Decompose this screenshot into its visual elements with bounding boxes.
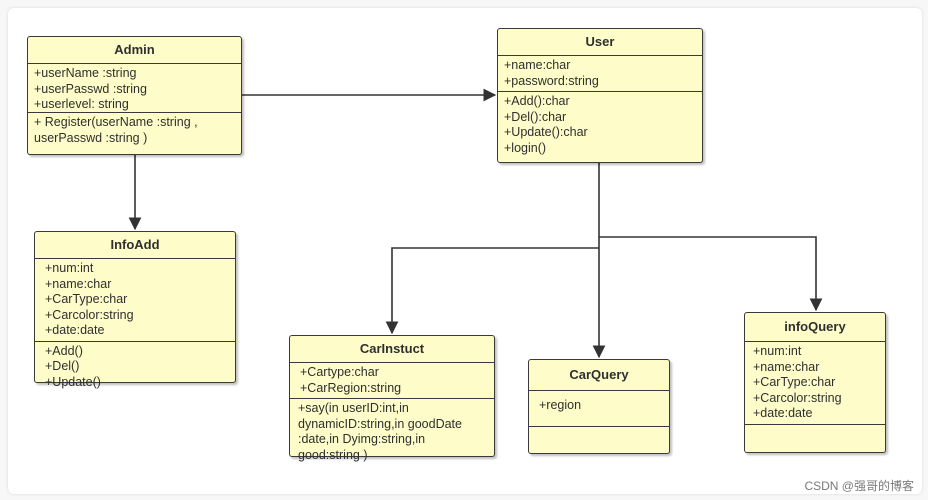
- class-carquery[interactable]: CarQuery +region: [528, 359, 670, 454]
- class-infoadd[interactable]: InfoAdd +num:int +name:char +CarType:cha…: [34, 231, 236, 389]
- operations-section: +Add() +Del() +Update(): [35, 342, 235, 393]
- attribute: +Carcolor:string: [45, 307, 134, 322]
- operations-section: + Register(userName :string , userPasswd…: [28, 113, 241, 148]
- class-carinstuct[interactable]: CarInstuct +Cartype:char +CarRegion:stri…: [289, 335, 495, 462]
- operation: +login(): [504, 140, 547, 155]
- attributes-section: +Cartype:char +CarRegion:string: [290, 363, 494, 399]
- attribute: +userName :string: [34, 66, 137, 80]
- attribute: +name:char: [45, 276, 112, 291]
- attribute: +userlevel: string: [34, 97, 129, 111]
- operation: +Del(): [45, 359, 80, 373]
- attribute: +num:int: [753, 344, 802, 358]
- watermark: CSDN @强哥的博客: [804, 479, 914, 493]
- attribute: +Cartype:char: [300, 365, 379, 379]
- class-name: infoQuery: [745, 313, 885, 342]
- attribute: +CarType:char: [753, 375, 836, 389]
- class-user[interactable]: User +name:char +password:string +Add():…: [497, 28, 703, 163]
- attributes-section: +name:char +password:string: [498, 56, 702, 92]
- operation: +Add():char: [504, 94, 570, 108]
- attributes-section: +userName :string +userPasswd :string +u…: [28, 64, 241, 113]
- user-to-carinstuct-arrow: [385, 247, 599, 335]
- attribute: +date:date: [753, 406, 813, 420]
- attribute: +num:int: [45, 261, 94, 275]
- operation: +Del():char: [504, 109, 567, 124]
- attribute: +userPasswd :string: [34, 81, 147, 96]
- operation: +Update():char: [504, 125, 588, 139]
- attribute: +CarType:char: [45, 292, 128, 306]
- attribute: +region: [539, 398, 582, 412]
- operation: +Add(): [45, 343, 83, 358]
- class-name: Admin: [28, 37, 241, 64]
- attribute: +name:char: [753, 359, 820, 374]
- operation: +Update(): [45, 374, 101, 389]
- class-name: User: [498, 29, 702, 56]
- attributes-section: +region: [529, 391, 669, 427]
- operations-section: +Add():char +Del():char +Update():char +…: [498, 92, 702, 158]
- class-name: CarInstuct: [290, 336, 494, 363]
- class-name: CarQuery: [529, 360, 669, 391]
- operations-section: [529, 427, 669, 431]
- attribute: +name:char: [504, 58, 571, 72]
- user-to-infoquery-arrow: [599, 236, 823, 312]
- attribute: +Carcolor:string: [753, 390, 842, 405]
- class-admin[interactable]: Admin +userName :string +userPasswd :str…: [27, 36, 242, 155]
- class-infoquery[interactable]: infoQuery +num:int +name:char +CarType:c…: [744, 312, 886, 453]
- operation: +say(in userID:int,in dynamicID:string,i…: [298, 401, 462, 462]
- attributes-section: +num:int +name:char +CarType:char +Carco…: [745, 342, 885, 425]
- attribute: +password:string: [504, 73, 599, 88]
- operations-section: +say(in userID:int,in dynamicID:string,i…: [290, 399, 494, 465]
- attribute: +date:date: [45, 323, 105, 337]
- attribute: +CarRegion:string: [300, 380, 402, 395]
- operations-section: [745, 425, 885, 429]
- class-name: InfoAdd: [35, 232, 235, 259]
- operation: + Register(userName :string , userPasswd…: [34, 115, 198, 145]
- attributes-section: +num:int +name:char +CarType:char +Carco…: [35, 259, 235, 342]
